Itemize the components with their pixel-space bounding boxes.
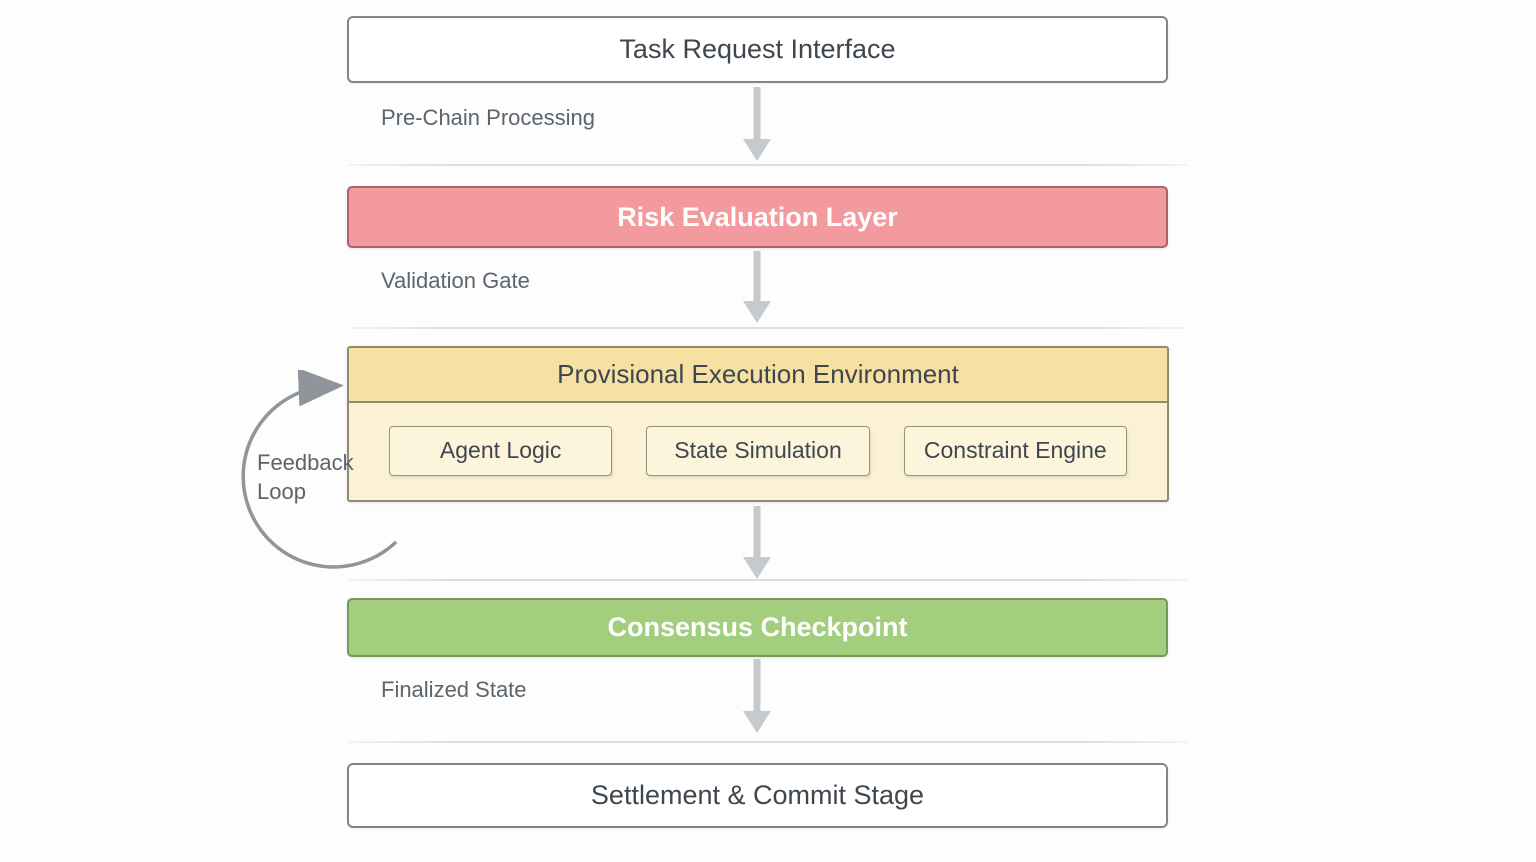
node-title: Constraint Engine (923, 437, 1107, 463)
node-title: Agent Logic (439, 437, 562, 463)
node-agent-logic: Agent Logic (389, 425, 613, 476)
node-state-simulation: State Simulation (646, 425, 870, 476)
feedback-loop-arrow-icon (241, 370, 397, 569)
node-task-request-interface: Task Request Interface (347, 16, 1168, 83)
edge-label-finalized-state: Finalized State (381, 677, 527, 702)
node-provisional-execution-environment: Provisional Execution Environment Agent … (347, 346, 1169, 502)
separator-line (349, 164, 1187, 166)
edge-label-pre-chain-processing: Pre-Chain Processing (381, 105, 595, 130)
arrow-down-icon (743, 87, 771, 161)
separator-line (349, 741, 1187, 743)
node-consensus-checkpoint: Consensus Checkpoint (347, 598, 1168, 657)
arrow-down-icon (743, 506, 771, 579)
node-title: State Simulation (674, 437, 842, 463)
provisional-body: Agent Logic State Simulation Constraint … (349, 403, 1167, 498)
separator-line (349, 327, 1187, 329)
edge-label-validation-gate: Validation Gate (381, 268, 530, 293)
arrow-down-icon (743, 659, 771, 733)
node-title: Task Request Interface (619, 34, 896, 64)
node-title: Settlement & Commit Stage (590, 780, 925, 810)
node-constraint-engine: Constraint Engine (903, 425, 1127, 476)
arrow-down-icon (743, 251, 771, 323)
feedback-loop-label: Feedback Loop (257, 450, 354, 504)
node-title: Risk Evaluation Layer (617, 201, 898, 232)
node-settlement-commit-stage: Settlement & Commit Stage (347, 763, 1168, 828)
node-title: Provisional Execution Environment (557, 359, 959, 389)
provisional-header: Provisional Execution Environment (349, 348, 1167, 403)
node-risk-evaluation-layer: Risk Evaluation Layer (347, 186, 1168, 248)
node-title: Consensus Checkpoint (607, 612, 908, 642)
separator-line (349, 579, 1187, 581)
